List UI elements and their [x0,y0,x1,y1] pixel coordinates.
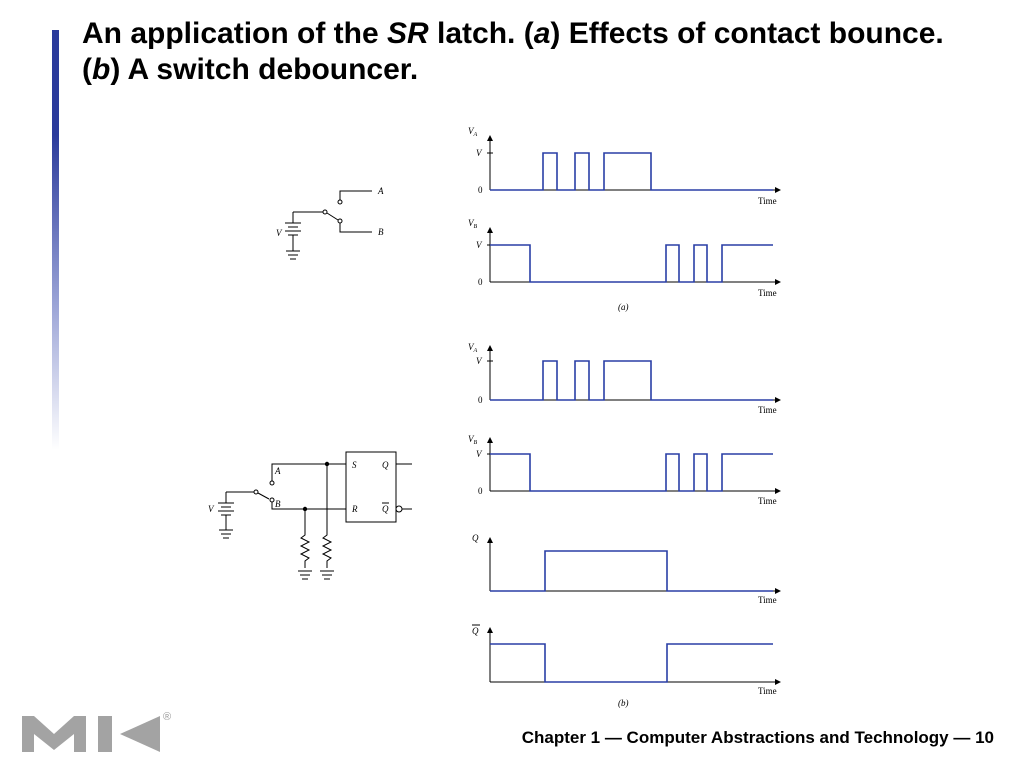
footer-chapter-text: Chapter 1 — Computer Abstractions and Te… [521,728,994,747]
plot-q-time: Time [758,595,777,605]
plot-va-a-label-sub: A [473,132,478,138]
plot-qbar-label: Q [472,626,479,636]
contact-a-top [337,199,343,205]
waveform-vb-a [490,244,773,283]
title-b: b [92,53,111,86]
ground-s [320,570,334,580]
plot-vb-a: VB V 0 Time (a) [468,218,781,312]
plot-va-a-label: VA [468,126,478,138]
latch-q-label: Q [382,460,389,470]
plot-qbar-time: Time [758,686,777,696]
circuit-b: V A B S R Q Q [208,451,412,580]
plot-vb-a-label: VB [468,218,478,230]
sr-latch-box [345,451,397,523]
plot-q-label: Q [472,533,479,543]
plot-q: Q Time [472,533,781,605]
circuit-b-v-label: V [208,504,215,514]
title-a: a [533,17,551,50]
circuit-a-label-b: B [378,227,384,237]
plot-va-b-time: Time [758,405,777,415]
waveform-qbar [490,643,773,683]
plot-vb-b-label-sub: B [474,440,478,446]
slide-title: An application of the SR latch. (a) Effe… [82,16,982,88]
circuit-b-label-b: B [275,499,281,509]
title-part-4: ) A switch debouncer. [110,53,419,86]
battery-b [218,492,234,530]
plot-vb-b-time: Time [758,496,777,506]
switch-a-pivot [322,209,328,215]
plot-va-b: VA V 0 Time [468,342,781,415]
wire-a-top [339,190,372,200]
title-part-3: ) Effects of contact bounce. ( [82,17,944,86]
plot-vb-a-zero: 0 [478,277,483,287]
circuit-a-label-a: A [377,186,384,196]
latch-r-label: R [351,504,358,514]
mk-logo: ® [22,711,171,752]
battery-a [285,212,301,251]
caption-b: (b) [618,698,629,708]
waveform-va-a [490,152,773,191]
plot-vb-b-label-main: V [468,434,475,444]
plot-va-b-label-sub: A [473,348,478,354]
ground-a [286,250,300,260]
circuit-a: V A B [276,186,384,260]
caption-a: (a) [618,302,629,312]
latch-s-label: S [352,460,357,470]
title-part-1: An application of the [82,17,387,50]
plot-va-b-label-main: V [468,342,475,352]
switch-b-pivot [253,489,259,495]
accent-bar [52,30,59,450]
wire-a-bottom [339,223,372,233]
plot-va-a: VA V 0 Time [468,126,781,206]
title-part-2: latch. ( [428,17,534,50]
switch-b-arm [257,492,270,500]
waveform-va-b [490,360,773,401]
logo-k-bar [98,716,112,752]
plot-va-b-v-level: V [476,356,483,366]
plot-vb-a-time: Time [758,288,777,298]
plot-qbar: Q Time (b) [472,624,781,708]
plot-vb-b-zero: 0 [478,486,483,496]
switch-a-arm [326,212,339,221]
wire-b-bottom [271,502,346,510]
plot-vb-a-v-level: V [476,240,483,250]
ground-b [219,529,233,539]
title-sr: SR [387,17,429,50]
plot-va-a-time: Time [758,196,777,206]
contact-b-bottom [269,497,275,503]
contact-b-top [269,480,275,486]
latch-qbar-bubble [395,505,403,513]
plot-va-b-label: VA [468,342,478,354]
plot-va-a-zero: 0 [478,185,483,195]
plot-vb-a-label-sub: B [474,224,478,230]
logo-k-arrow [120,716,160,752]
logo-registered-mark: ® [163,711,171,723]
latch-qbar-label: Q [382,504,389,514]
waveform-vb-b [490,453,773,492]
waveform-q [490,550,773,592]
plot-va-b-zero: 0 [478,395,483,405]
resistor-s [321,464,333,568]
circuit-b-label-a: A [274,466,281,476]
plot-vb-b: VB V 0 Time [468,434,781,506]
circuit-a-v-label: V [276,228,283,238]
plot-vb-b-v-level: V [476,449,483,459]
logo-m-shape [22,716,86,752]
ground-r [298,570,312,580]
plot-va-a-label-main: V [468,126,475,136]
wire-b-top [271,463,346,481]
plot-vb-b-label: VB [468,434,478,446]
contact-a-bottom [337,218,343,224]
plot-vb-a-label-main: V [468,218,475,228]
plot-va-a-v-level: V [476,148,483,158]
resistor-r [299,509,311,568]
